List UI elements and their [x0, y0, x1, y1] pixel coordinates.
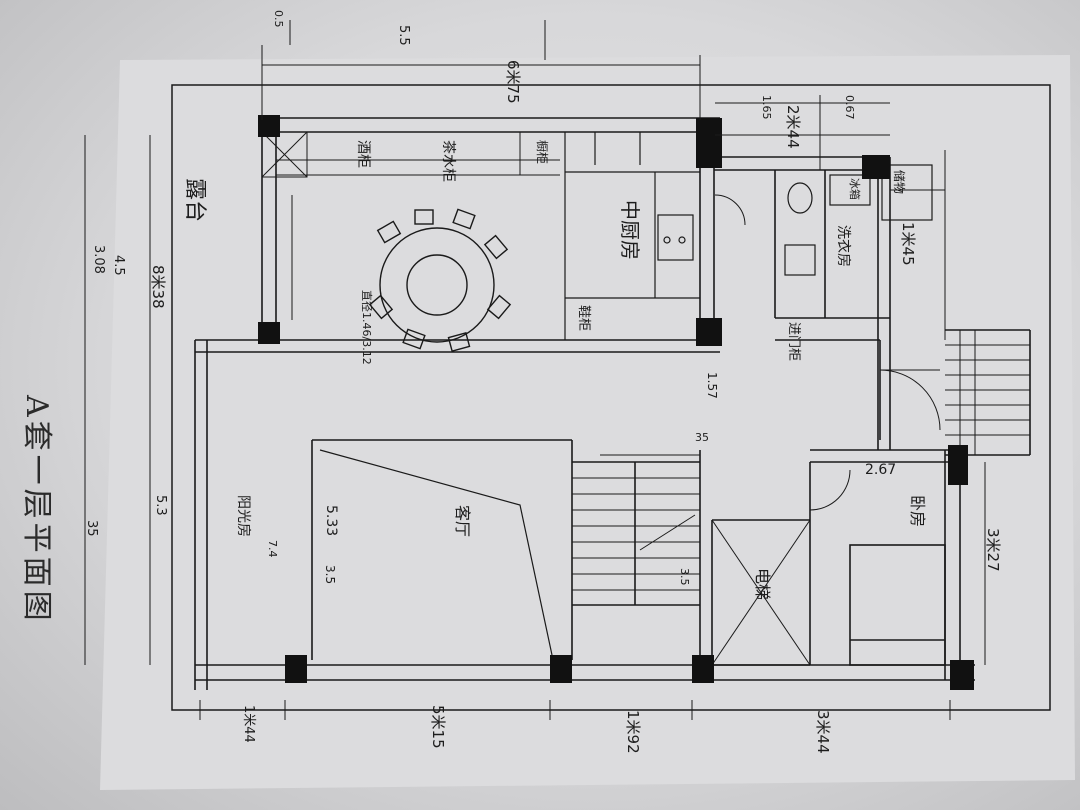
dim-top-width: 6米75: [504, 60, 522, 104]
label-bath: 洗衣房: [835, 225, 851, 267]
dim-right-top: 2米44: [784, 105, 802, 149]
kitchen-counter: [564, 132, 700, 340]
dim-inner3: 7.4: [266, 540, 279, 558]
label-fridge: 冰箱: [848, 178, 861, 200]
dim-bottom-right: 3米44: [814, 710, 832, 754]
sofa-outline: [319, 449, 553, 656]
paper-sheet: [100, 55, 1075, 790]
label-shoe: 鞋柜: [576, 305, 591, 332]
dim-bottom-mid: 5米15: [429, 705, 447, 749]
dim-left-c: 5.3: [153, 495, 168, 516]
garden-furniture: [261, 131, 560, 320]
label-storage: 储物: [892, 170, 906, 195]
label-living: 客厅: [453, 505, 472, 538]
label-garden: 露台: [182, 178, 207, 223]
dim-inner1: 5.33: [323, 505, 339, 537]
dim-bottom-left: 1米44: [241, 705, 256, 743]
porch-steps: [945, 330, 1030, 455]
label-tea: 茶水柜: [440, 140, 456, 182]
dim-left-b: 3.08: [91, 245, 106, 274]
plan-title: A套一层平面图: [19, 395, 54, 625]
dining-table: [368, 208, 512, 352]
door-swings: [714, 194, 941, 511]
dim-bottom-mid2: 1米92: [624, 710, 642, 754]
dim-m35: 3.5: [678, 568, 691, 586]
bath-fixtures: [784, 164, 933, 276]
dimension-lines: [84, 20, 986, 720]
label-wine: 酒柜: [355, 140, 371, 168]
label-cabinet: 橱柜: [535, 140, 549, 165]
dim-door: 2.67: [865, 462, 897, 478]
dim-left-total2: 35: [84, 520, 99, 537]
dim-r-small2: 0.67: [843, 95, 856, 120]
label-elevator: 电梯: [753, 568, 772, 601]
dim-inner2: 3.5: [323, 565, 337, 585]
dim-stair: 35: [695, 431, 709, 444]
label-balcony: 阳光房: [235, 495, 251, 537]
dim-left-total: 8米38: [149, 265, 167, 309]
elevator-cross: [711, 519, 811, 666]
dim-top-small2: 5.5: [396, 25, 411, 46]
label-bedroom: 卧房: [908, 495, 927, 528]
label-closet: 进门柜: [786, 322, 801, 362]
dim-top-small: 0.5: [272, 10, 285, 28]
columns: [258, 115, 974, 690]
dim-r-small1: 1.65: [760, 95, 773, 120]
dim-left-a: 4.5: [111, 255, 126, 276]
dim-right-bottom: 3米27: [984, 528, 1002, 572]
label-kitchen: 中厨房: [618, 200, 642, 260]
stair-treads: [572, 477, 700, 591]
dim-right-mid: 1米45: [899, 222, 917, 266]
dim-mid1: 1.57: [705, 372, 719, 399]
dim-dining-note: 直径1.46/3.12: [360, 290, 373, 365]
